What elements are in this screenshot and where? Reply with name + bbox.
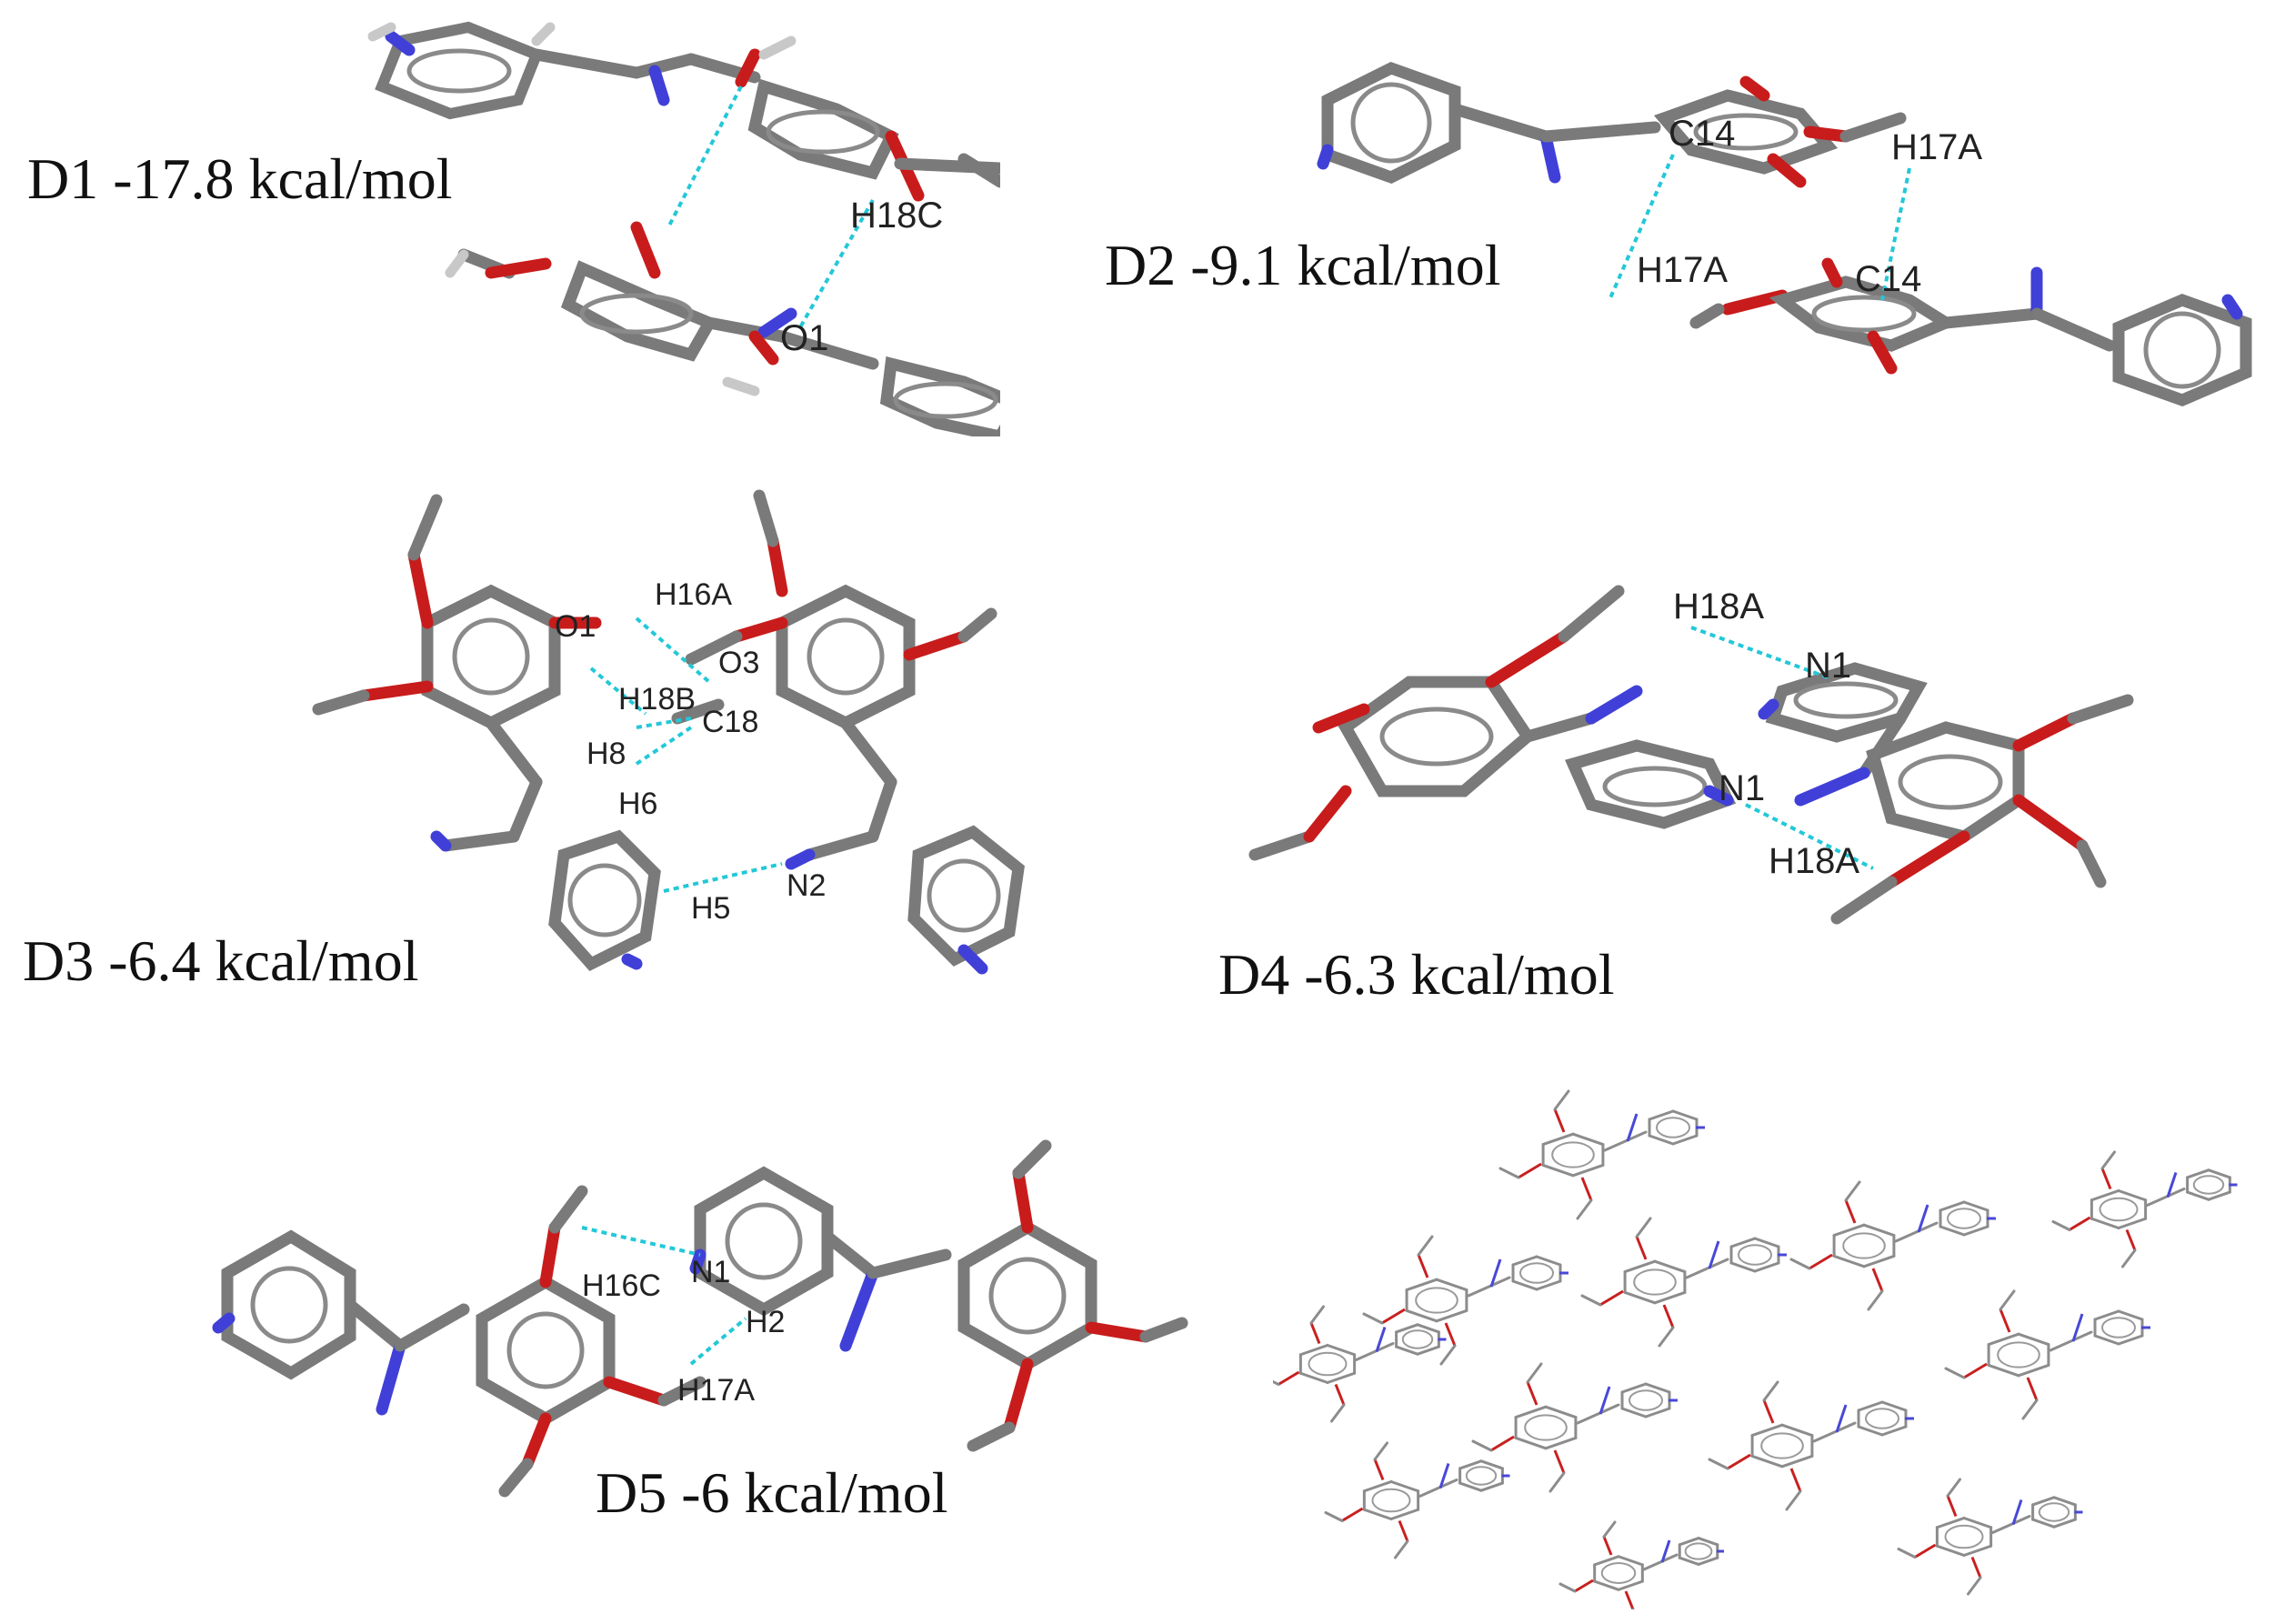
molecule-d1: H18C O1 [367,21,1000,436]
d5-left-molecule [212,1185,707,1498]
d2-label-c14-lower: C14 [1855,259,1921,299]
packing-molecule [1558,1520,1724,1609]
d3-label-c18: C18 [702,705,758,739]
d2-lower-molecule [1689,257,2252,406]
molecule-d4: H18A N1 N1 H18A [1248,585,2134,925]
packing-molecule [1273,1305,1447,1423]
packing-molecule [1498,1089,1705,1220]
d3-left-molecule [312,494,661,972]
d4-right-molecule [1758,662,2134,925]
panel-d5: D5 -6 kcal/mol [0,1046,1218,1624]
energy-label-d1: D1 -17.8 kcal/mol [27,146,453,211]
d3-label-h8: H8 [586,737,626,771]
d3-label-h16a: H16A [655,577,732,612]
d3-label-h6: H6 [618,787,657,821]
d3-label-n2: N2 [787,868,826,903]
panel-d2: D2 -9.1 kcal/mol [1091,0,2285,436]
packing-molecule [1944,1289,2150,1420]
d4-label-n1-upper: N1 [1805,646,1851,686]
energy-label-d3: D3 -6.4 kcal/mol [23,928,419,993]
d3-label-h5: H5 [691,891,730,926]
d1-upper-molecule [367,21,1000,202]
d2-label-c14-upper: C14 [1669,114,1735,154]
d3-contact-2 [589,667,647,716]
d1-label-h18c: H18C [850,195,943,236]
d1-lower-molecule [445,221,1000,436]
crystal-packing-diagram [1273,1089,2238,1609]
packing-molecule [1708,1380,1914,1511]
d2-contact-1 [1608,154,1675,301]
d5-label-h16c: H16C [582,1268,661,1303]
d2-contact-2 [1880,167,1911,301]
d2-label-h17a-lower: H17A [1637,250,1728,290]
molecule-d3: O1 H16A O3 H18B C18 H8 H6 H5 N2 [312,489,1025,975]
d3-label-o1: O1 [555,609,596,644]
packing-molecule [1362,1235,1568,1366]
d2-label-h17a-upper: H17A [1891,127,1982,167]
energy-label-d4: D4 -6.3 kcal/mol [1218,942,1615,1007]
d3-contact-4 [635,726,693,766]
panel-d4: D4 -6.3 kcal/mol [1182,455,2285,1018]
d5-label-n1: N1 [691,1255,730,1289]
packing-molecule [1897,1478,2083,1596]
packing-panel [1273,1064,2273,1609]
d5-contact-2 [689,1317,747,1366]
d4-contact-2 [1745,803,1874,870]
d4-contact-1 [1690,626,1829,679]
d2-upper-molecule [1317,61,1907,188]
d3-right-molecule [671,489,1025,975]
energy-label-d5: D5 -6 kcal/mol [596,1460,948,1525]
packing-molecule [1471,1362,1678,1493]
d5-label-h2: H2 [746,1305,785,1339]
d1-contact-2 [798,199,875,328]
d4-label-h18a-lower: H18A [1769,841,1859,881]
packing-molecule [1789,1180,1996,1311]
d3-contact-1 [635,617,711,684]
d3-label-h18b: H18B [618,682,696,717]
packing-molecule [1580,1217,1787,1348]
d5-label-h17a: H17A [677,1373,755,1408]
energy-label-d2: D2 -9.1 kcal/mol [1105,233,1501,297]
d4-label-h18a-upper: H18A [1673,586,1764,627]
panel-d1: D1 -17.8 kcal/mol [0,0,1000,436]
packing-molecule [1324,1441,1510,1559]
d3-contact-5 [663,862,783,893]
d5-right-molecule [689,1139,1188,1452]
packing-molecule [2051,1150,2238,1268]
d1-contact-1 [666,85,743,228]
d3-label-o3: O3 [718,646,759,680]
panel-d3: D3 -6.4 kcal/mol [0,455,1091,1018]
d4-label-n1-lower: N1 [1719,768,1765,808]
d5-contact-1 [581,1226,701,1257]
molecule-d5: H16C N1 H2 H17A [212,1139,1188,1498]
d4-left-molecule [1248,585,1737,861]
molecule-d2: C14 H17A H17A C14 [1317,61,2252,406]
d1-label-o1: O1 [780,318,828,358]
